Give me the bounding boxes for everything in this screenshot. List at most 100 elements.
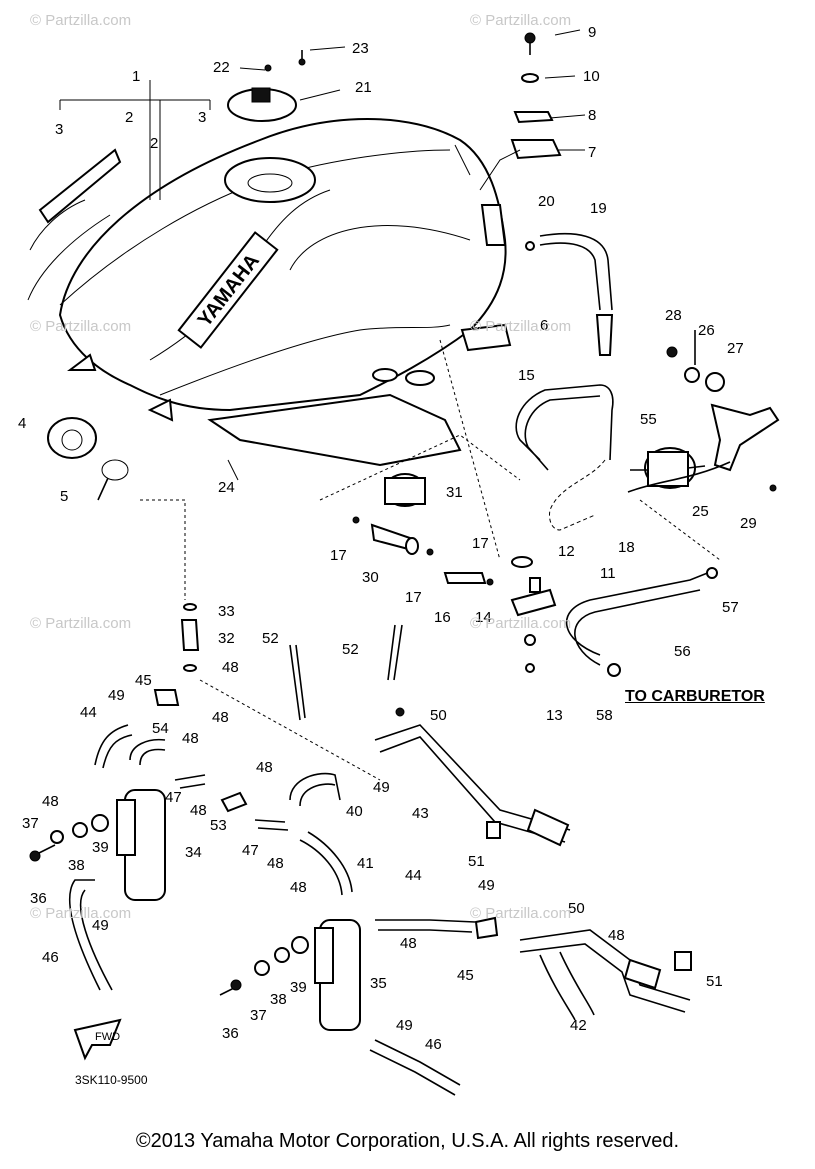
callout-49: 49 [92,917,109,934]
canister-34 [29,789,166,901]
callout-34: 34 [185,844,202,861]
callout-13: 13 [546,707,563,724]
watermark: © Partzilla.com [30,318,132,335]
callout-9: 9 [588,24,596,41]
hose-41 [299,831,353,896]
callout-17: 17 [472,535,489,552]
callout-58: 58 [596,707,613,724]
callout-53: 53 [210,817,227,834]
callout-46: 46 [42,949,59,966]
filter-30-31 [352,473,434,556]
leader-lines [59,29,586,481]
callout-36: 36 [222,1025,239,1042]
callout-52: 52 [342,641,359,658]
callout-46: 46 [425,1036,442,1053]
callout-3: 3 [55,121,63,138]
callout-35: 35 [370,975,387,992]
callout-49: 49 [478,877,495,894]
callout-labels: 1 2 2 3 3 4 5 6 7 8 9 10 11 12 13 14 15 … [18,24,757,1053]
callout-45: 45 [135,672,152,689]
callout-48: 48 [256,759,273,776]
callout-42: 42 [570,1017,587,1034]
callout-23: 23 [352,40,369,57]
callout-44: 44 [80,704,97,721]
callout-48: 48 [212,709,229,726]
callout-18: 18 [618,539,635,556]
watermark: © Partzilla.com [470,905,572,922]
callout-14: 14 [475,609,492,626]
callout-56: 56 [674,643,691,660]
callout-48: 48 [608,927,625,944]
callout-48: 48 [400,935,417,952]
callout-16: 16 [434,609,451,626]
callout-5: 5 [60,488,68,505]
filler-cap [227,50,306,122]
callout-39: 39 [92,839,109,856]
watermark: © Partzilla.com [30,12,132,29]
fuel-cock-11 [510,556,557,673]
callout-8: 8 [588,107,596,124]
callout-25: 25 [692,503,709,520]
callout-39: 39 [290,979,307,996]
callout-19: 19 [590,200,607,217]
tank-base-plate [207,393,462,467]
watermark: © Partzilla.com [470,12,572,29]
callout-37: 37 [22,815,39,832]
callout-57: 57 [722,599,739,616]
to-carburetor-label: TO CARBURETOR [625,688,765,705]
callout-41: 41 [357,855,374,872]
callout-26: 26 [698,322,715,339]
callout-38: 38 [270,991,287,1008]
callout-48: 48 [190,802,207,819]
pipe-16 [443,572,487,584]
callout-17: 17 [330,547,347,564]
watermark: © Partzilla.com [470,318,572,335]
callout-50: 50 [430,707,447,724]
callout-20: 20 [538,193,555,210]
fuel-pump-55 [630,447,706,489]
callout-48: 48 [42,793,59,810]
callout-47: 47 [165,789,182,806]
watermark: © Partzilla.com [30,905,132,922]
callout-28: 28 [665,307,682,324]
callout-52: 52 [262,630,279,647]
callout-4: 4 [18,415,26,432]
callout-45: 45 [457,967,474,984]
bolt-assembly-9-8-7 [460,32,562,352]
callout-40: 40 [346,803,363,820]
callout-49: 49 [373,779,390,796]
callout-10: 10 [583,68,600,85]
canister-35 [219,919,361,1031]
callout-33: 33 [218,603,235,620]
watermark: © Partzilla.com [470,615,572,632]
callout-12: 12 [558,543,575,560]
callout-43: 43 [412,805,429,822]
callout-29: 29 [740,515,757,532]
callout-44: 44 [405,867,422,884]
fwd-arrow: FWD [73,1018,122,1061]
diagram-code: 3SK110-9500 [75,1073,148,1087]
callout-37: 37 [250,1007,267,1024]
callout-2: 2 [150,135,158,152]
callout-1: 1 [132,68,140,85]
hose-46-bottom [369,1039,461,1096]
callout-24: 24 [218,479,235,496]
copyright-notice: ©2013 Yamaha Motor Corporation, U.S.A. A… [135,1130,680,1152]
callout-48: 48 [290,879,307,896]
callout-47: 47 [242,842,259,859]
watermark: © Partzilla.com [30,615,132,632]
callout-49: 49 [108,687,125,704]
callout-54: 54 [152,720,169,737]
callout-7: 7 [588,144,596,161]
hose-15 [515,384,614,471]
callout-50: 50 [568,900,585,917]
callout-49: 49 [396,1017,413,1034]
callout-48: 48 [182,730,199,747]
callout-48: 48 [222,659,239,676]
callout-15: 15 [518,367,535,384]
fuel-line-56 [565,571,711,666]
callout-48: 48 [267,855,284,872]
hose-42 [519,929,691,1013]
fwd-label: FWD [95,1031,120,1043]
